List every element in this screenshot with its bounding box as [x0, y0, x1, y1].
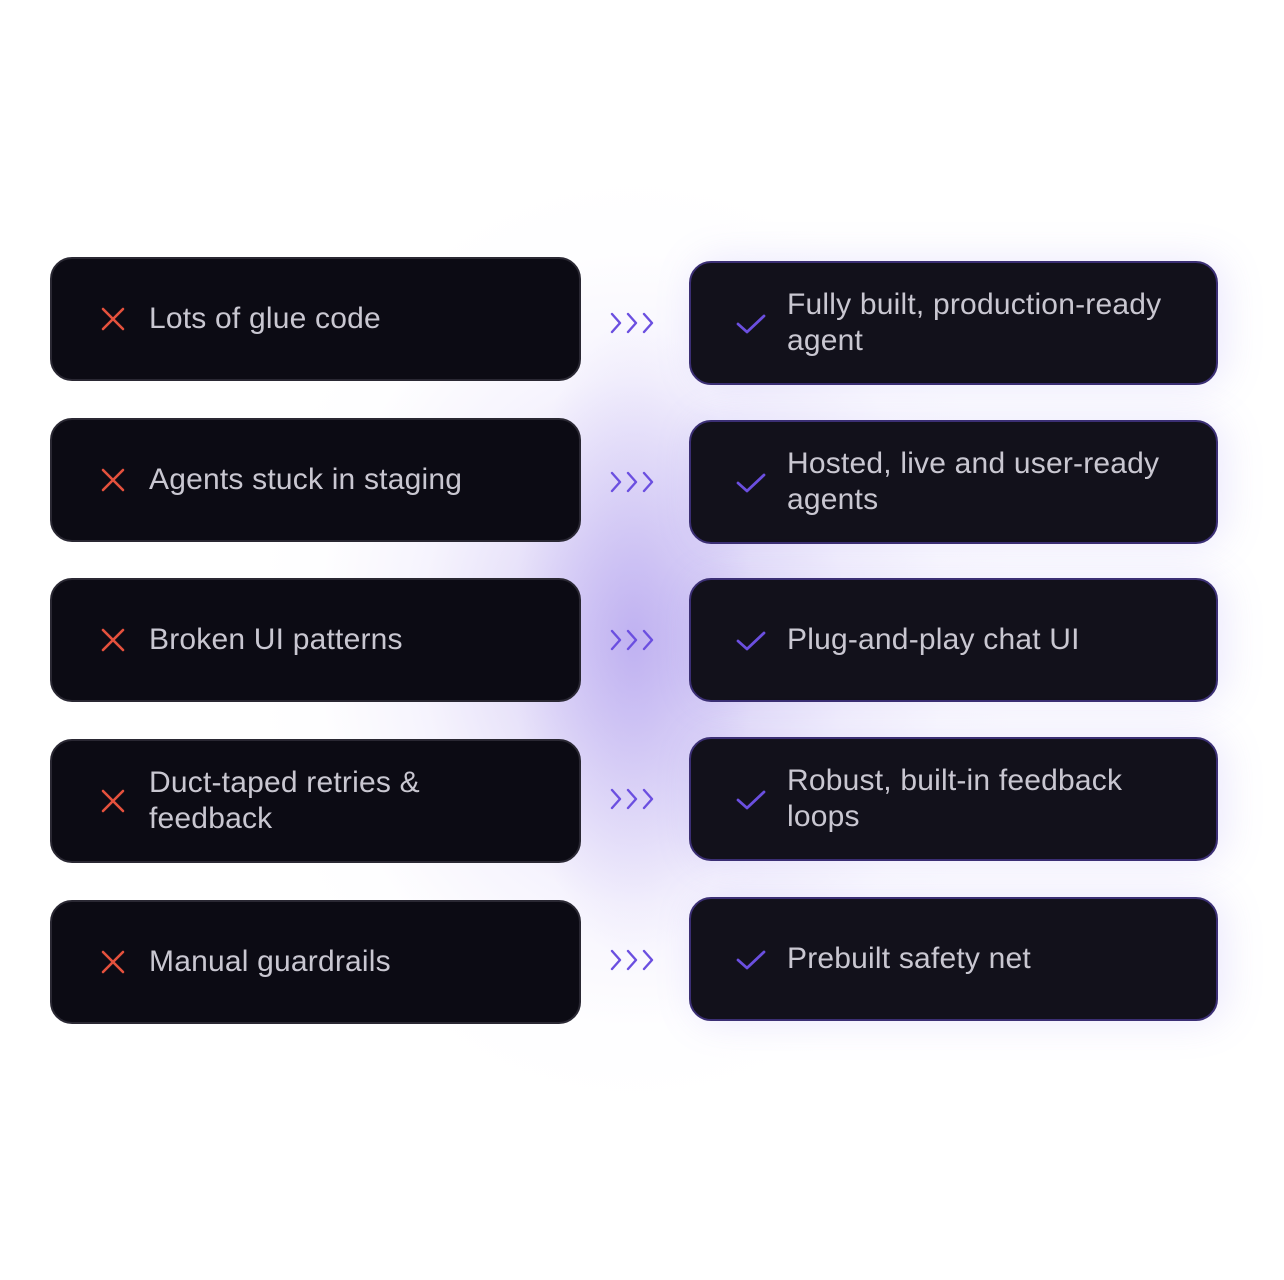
- x-mark-icon: [100, 949, 126, 975]
- before-label: Lots of glue code: [149, 302, 381, 335]
- after-card: Plug-and-play chat UI: [689, 578, 1218, 702]
- after-card: Robust, built-in feedback loops: [689, 737, 1218, 861]
- after-card: Fully built, production-ready agent: [689, 261, 1218, 385]
- checkmark-icon: [735, 787, 767, 813]
- checkmark-icon: [735, 470, 767, 496]
- before-label: Manual guardrails: [149, 945, 391, 978]
- after-card: Hosted, live and user-ready agents: [689, 420, 1218, 544]
- x-mark-icon: [100, 467, 126, 493]
- after-label: Robust, built-in feedback loops: [787, 764, 1123, 833]
- before-card: Broken UI patterns: [50, 578, 581, 702]
- after-label: Hosted, live and user-ready agents: [787, 447, 1160, 516]
- x-mark-icon: [100, 627, 126, 653]
- before-card: Duct-taped retries & feedback: [50, 739, 581, 863]
- checkmark-icon: [735, 947, 767, 973]
- triple-chevron-right-icon: [606, 786, 662, 812]
- x-mark-icon: [100, 788, 126, 814]
- x-mark-icon: [100, 306, 126, 332]
- checkmark-icon: [735, 628, 767, 654]
- before-label: Broken UI patterns: [149, 623, 403, 656]
- triple-chevron-right-icon: [606, 947, 662, 973]
- before-card: Lots of glue code: [50, 257, 581, 381]
- before-label: Duct-taped retries & feedback: [149, 766, 420, 835]
- after-label: Fully built, production-ready agent: [787, 288, 1162, 357]
- checkmark-icon: [735, 311, 767, 337]
- before-card: Agents stuck in staging: [50, 418, 581, 542]
- after-label: Plug-and-play chat UI: [787, 623, 1080, 656]
- triple-chevron-right-icon: [606, 469, 662, 495]
- triple-chevron-right-icon: [606, 310, 662, 336]
- after-label: Prebuilt safety net: [787, 942, 1031, 975]
- after-card: Prebuilt safety net: [689, 897, 1218, 1021]
- before-label: Agents stuck in staging: [149, 463, 463, 496]
- before-card: Manual guardrails: [50, 900, 581, 1024]
- triple-chevron-right-icon: [606, 627, 662, 653]
